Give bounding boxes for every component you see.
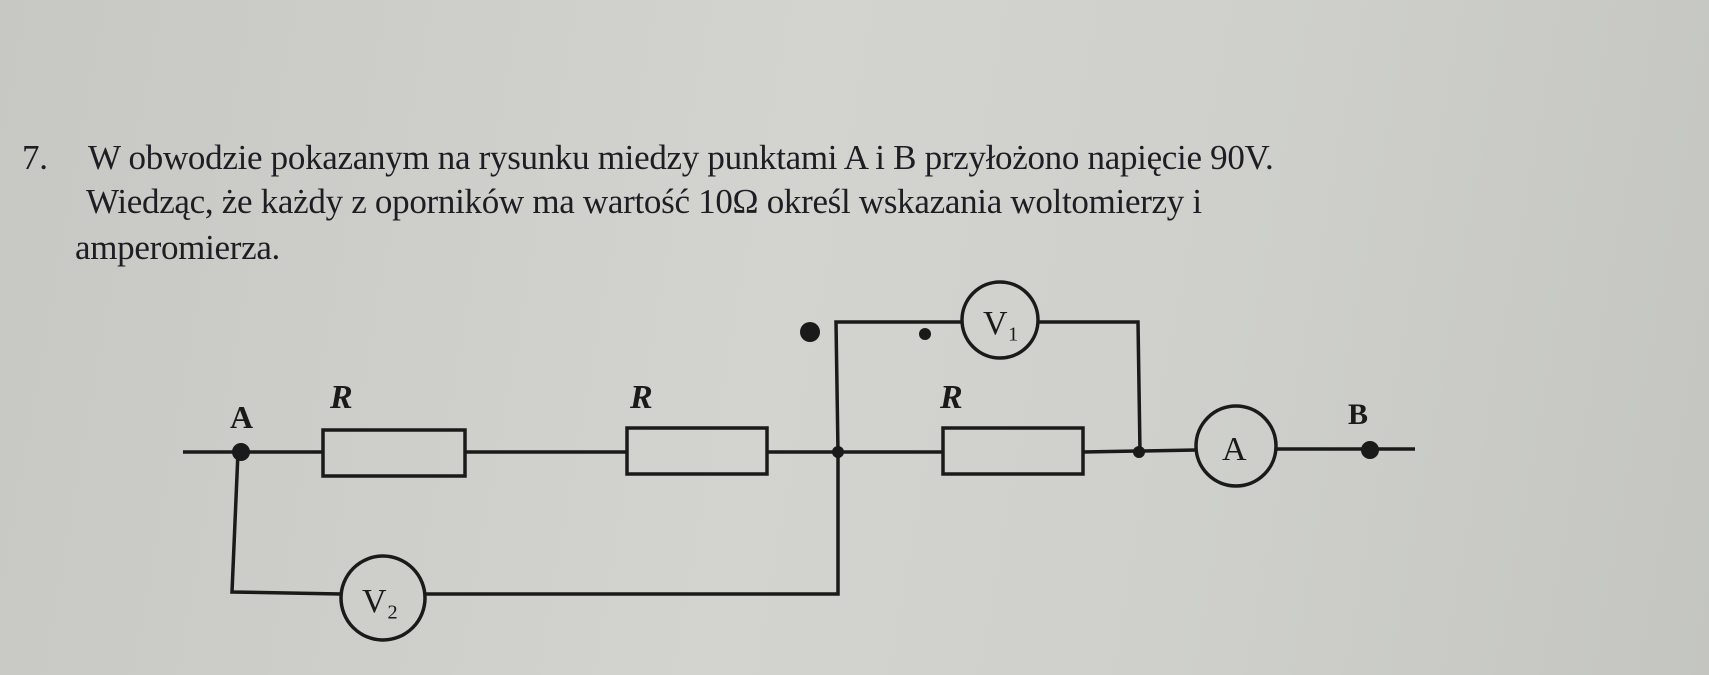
junction-node	[1133, 446, 1145, 458]
wire-v1-right	[1038, 320, 1142, 453]
label-r2: R	[629, 379, 653, 416]
ammeter	[1194, 404, 1278, 488]
voltmeter-2	[339, 554, 427, 642]
label-b: B	[1348, 398, 1368, 431]
junction-node	[832, 446, 844, 458]
wire-v1-left	[834, 320, 962, 453]
task-text-line-2: Wiedząc, że każdy z oporników ma wartość…	[86, 182, 1202, 221]
task-number: 7.	[22, 138, 48, 177]
label-a: A	[230, 399, 253, 435]
resistor-2	[625, 426, 769, 476]
resistor-1	[321, 428, 467, 478]
ink-dot	[919, 328, 931, 340]
wire-v2-right	[425, 452, 840, 596]
task-text-line-3: amperomierza.	[75, 228, 281, 267]
label-r1: R	[329, 379, 353, 416]
label-v1: V₁	[983, 305, 1019, 342]
node-a	[232, 443, 250, 461]
voltmeter-1	[960, 280, 1040, 360]
label-ammeter: A	[1222, 431, 1247, 468]
node-b	[1361, 441, 1379, 459]
resistor-3	[941, 426, 1085, 476]
ink-dot	[800, 322, 820, 342]
label-v2: V₂	[362, 583, 398, 620]
label-r3: R	[939, 379, 963, 416]
task-text-line-1: W obwodzie pokazanym na rysunku miedzy p…	[88, 138, 1274, 177]
wire-v2-left	[230, 451, 342, 596]
